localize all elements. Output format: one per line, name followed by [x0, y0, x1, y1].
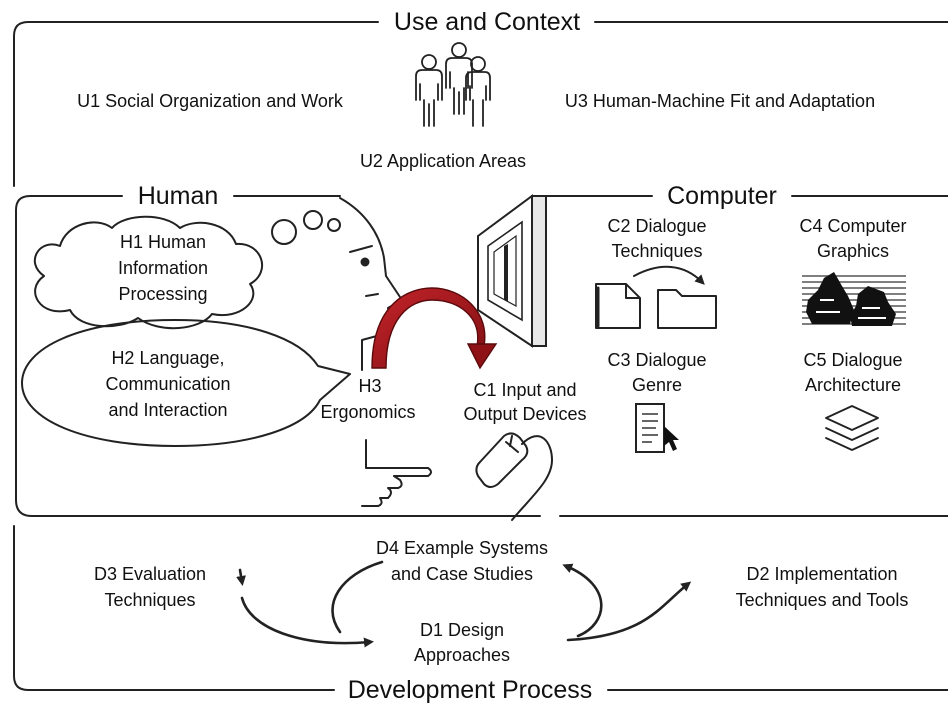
svg-text:Graphics: Graphics — [817, 241, 889, 261]
c4-label: C4 Computer Graphics — [799, 216, 906, 261]
pointing-hand-icon — [361, 439, 432, 507]
document-cursor-icon — [635, 403, 679, 453]
speech-bubble-icon — [21, 319, 351, 447]
svg-text:Information: Information — [118, 258, 208, 278]
svg-text:H1 Human: H1 Human — [120, 232, 206, 252]
svg-text:Ergonomics: Ergonomics — [320, 402, 415, 422]
u2-label: U2 Application Areas — [360, 151, 526, 171]
human-head-icon — [339, 197, 403, 371]
graphics-icon — [802, 272, 906, 326]
use-context-frame — [13, 21, 948, 187]
development-cycle-arrows — [236, 560, 692, 648]
svg-text:C1 Input and: C1 Input and — [473, 380, 576, 400]
c2-label: C2 Dialogue Techniques — [607, 216, 706, 261]
d4-label: D4 Example Systems and Case Studies — [376, 538, 548, 584]
svg-text:Approaches: Approaches — [414, 645, 510, 665]
use-context-title: Use and Context — [394, 8, 580, 36]
svg-text:Communication: Communication — [105, 374, 230, 394]
computer-title: Computer — [667, 182, 777, 210]
thought-bubble-icon — [33, 210, 341, 330]
svg-text:C4 Computer: C4 Computer — [799, 216, 906, 236]
development-frame — [13, 525, 948, 691]
mouse-icon — [475, 432, 553, 521]
d2-label: D2 Implementation Techniques and Tools — [736, 564, 909, 610]
u3-label: U3 Human-Machine Fit and Adaptation — [565, 91, 875, 111]
svg-text:H2 Language,: H2 Language, — [111, 348, 224, 368]
svg-text:Processing: Processing — [118, 284, 207, 304]
c5-label: C5 Dialogue Architecture — [803, 350, 902, 395]
d1-label: D1 Design Approaches — [414, 620, 510, 665]
human-title: Human — [138, 182, 219, 210]
svg-text:Genre: Genre — [632, 375, 682, 395]
svg-text:C2 Dialogue: C2 Dialogue — [607, 216, 706, 236]
people-icon — [415, 42, 491, 127]
svg-text:D1 Design: D1 Design — [420, 620, 504, 640]
svg-text:H3: H3 — [358, 376, 381, 396]
svg-text:D4 Example Systems: D4 Example Systems — [376, 538, 548, 558]
human-frame — [15, 195, 541, 517]
h1-label: H1 Human Information Processing — [118, 232, 208, 304]
svg-text:C5 Dialogue: C5 Dialogue — [803, 350, 902, 370]
h3-label: H3 Ergonomics — [320, 376, 415, 422]
c1-label: C1 Input and Output Devices — [463, 380, 586, 424]
monitor-icon — [477, 194, 547, 348]
svg-text:Output Devices: Output Devices — [463, 404, 586, 424]
u1-label: U1 Social Organization and Work — [77, 91, 344, 111]
svg-text:D2 Implementation: D2 Implementation — [746, 564, 897, 584]
svg-text:Techniques and Tools: Techniques and Tools — [736, 590, 909, 610]
layers-icon — [825, 405, 879, 451]
svg-text:D3 Evaluation: D3 Evaluation — [94, 564, 206, 584]
svg-text:Architecture: Architecture — [805, 375, 901, 395]
document-folder-icon — [595, 265, 717, 329]
svg-text:Techniques: Techniques — [104, 590, 195, 610]
human-computer-arrow — [371, 287, 498, 370]
computer-frame — [544, 195, 948, 517]
svg-text:and Interaction: and Interaction — [108, 400, 227, 420]
svg-text:and Case Studies: and Case Studies — [391, 564, 533, 584]
h2-label: H2 Language, Communication and Interacti… — [105, 348, 230, 420]
development-title: Development Process — [348, 676, 593, 704]
d3-label: D3 Evaluation Techniques — [94, 564, 206, 610]
svg-text:C3 Dialogue: C3 Dialogue — [607, 350, 706, 370]
c3-label: C3 Dialogue Genre — [607, 350, 706, 395]
svg-text:Techniques: Techniques — [611, 241, 702, 261]
